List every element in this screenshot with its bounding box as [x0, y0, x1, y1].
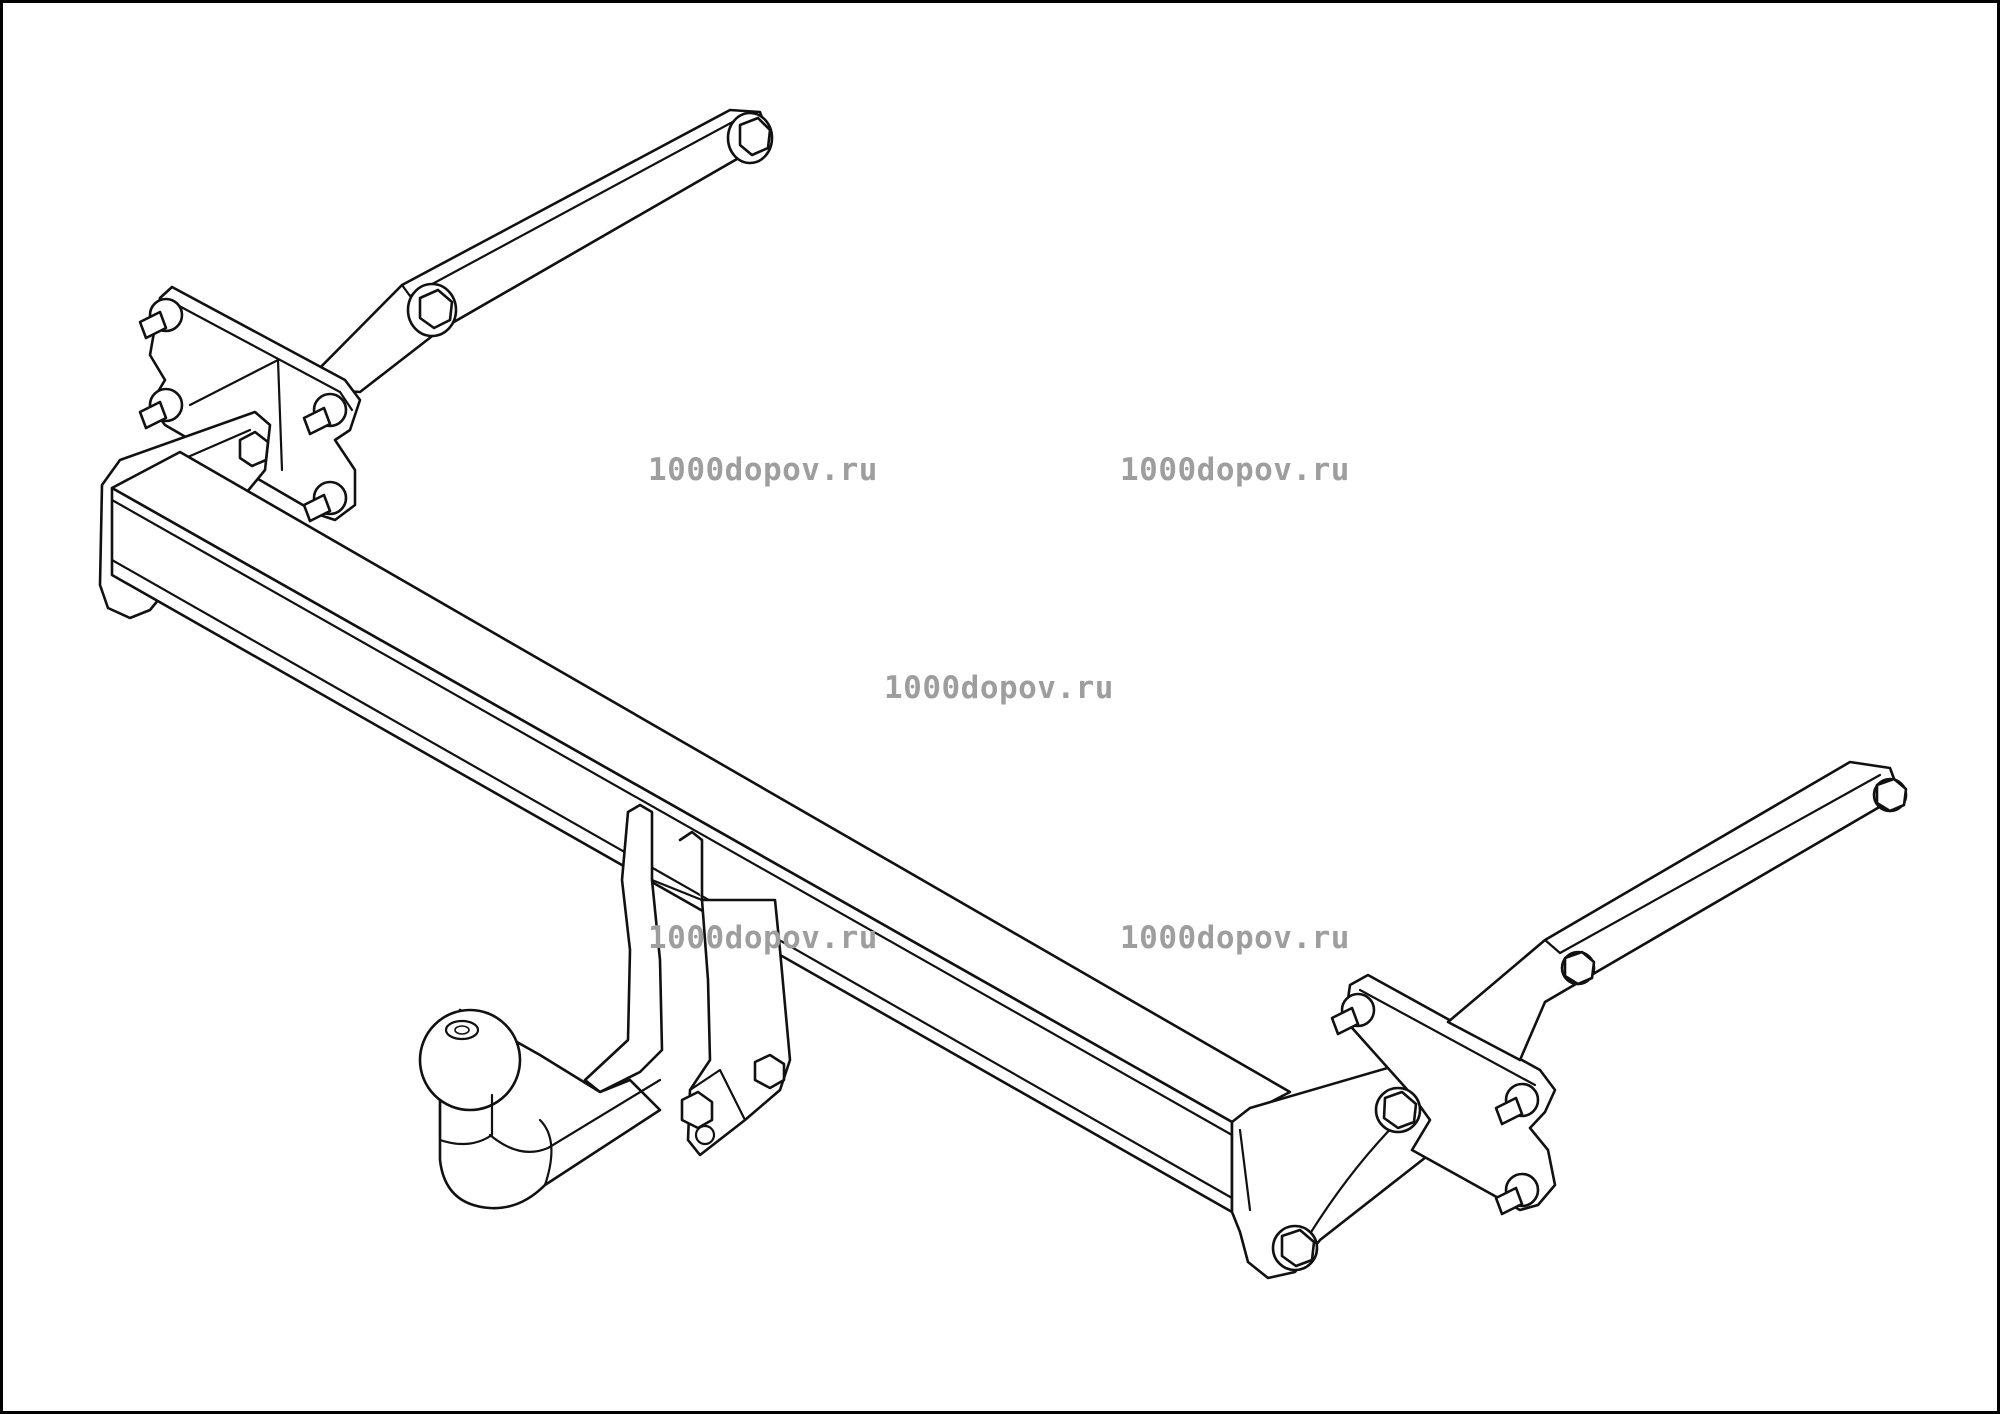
watermark-5: 1000dopov.ru: [1120, 920, 1350, 956]
fastener-bolts: [138, 111, 1908, 1272]
watermark-2: 1000dopov.ru: [1120, 452, 1350, 488]
bolt-left-plate-3: [302, 392, 348, 436]
watermark-3: 1000dopov.ru: [884, 670, 1114, 706]
bolt-right-flange-2: [1271, 1224, 1319, 1272]
watermark-4: 1000dopov.ru: [648, 920, 878, 956]
bolt-bracket-1: [753, 1053, 786, 1090]
watermark-1: 1000dopov.ru: [648, 452, 878, 488]
bolt-left-plate-2: [138, 387, 184, 430]
left-mounting-plate: [148, 285, 362, 522]
bolt-right-arm-mid: [1560, 950, 1596, 986]
bolt-left-arm-mid: [406, 282, 458, 338]
bolt-right-flange-1: [1374, 1086, 1422, 1134]
bolt-left-flange: [238, 430, 270, 468]
bolt-right-arm-end: [1872, 777, 1908, 813]
main-cross-beam: [110, 450, 1292, 1214]
tow-ball: [418, 1008, 522, 1146]
bolt-left-arm-end: [726, 111, 774, 165]
bolt-right-plate-1: [1330, 992, 1376, 1036]
bolt-right-plate-3: [1494, 1172, 1540, 1216]
bolt-right-plate-2: [1494, 1082, 1540, 1126]
bolt-bracket-2: [680, 1090, 716, 1146]
bolt-left-plate-1: [138, 297, 184, 340]
bolt-left-plate-4: [302, 480, 348, 523]
